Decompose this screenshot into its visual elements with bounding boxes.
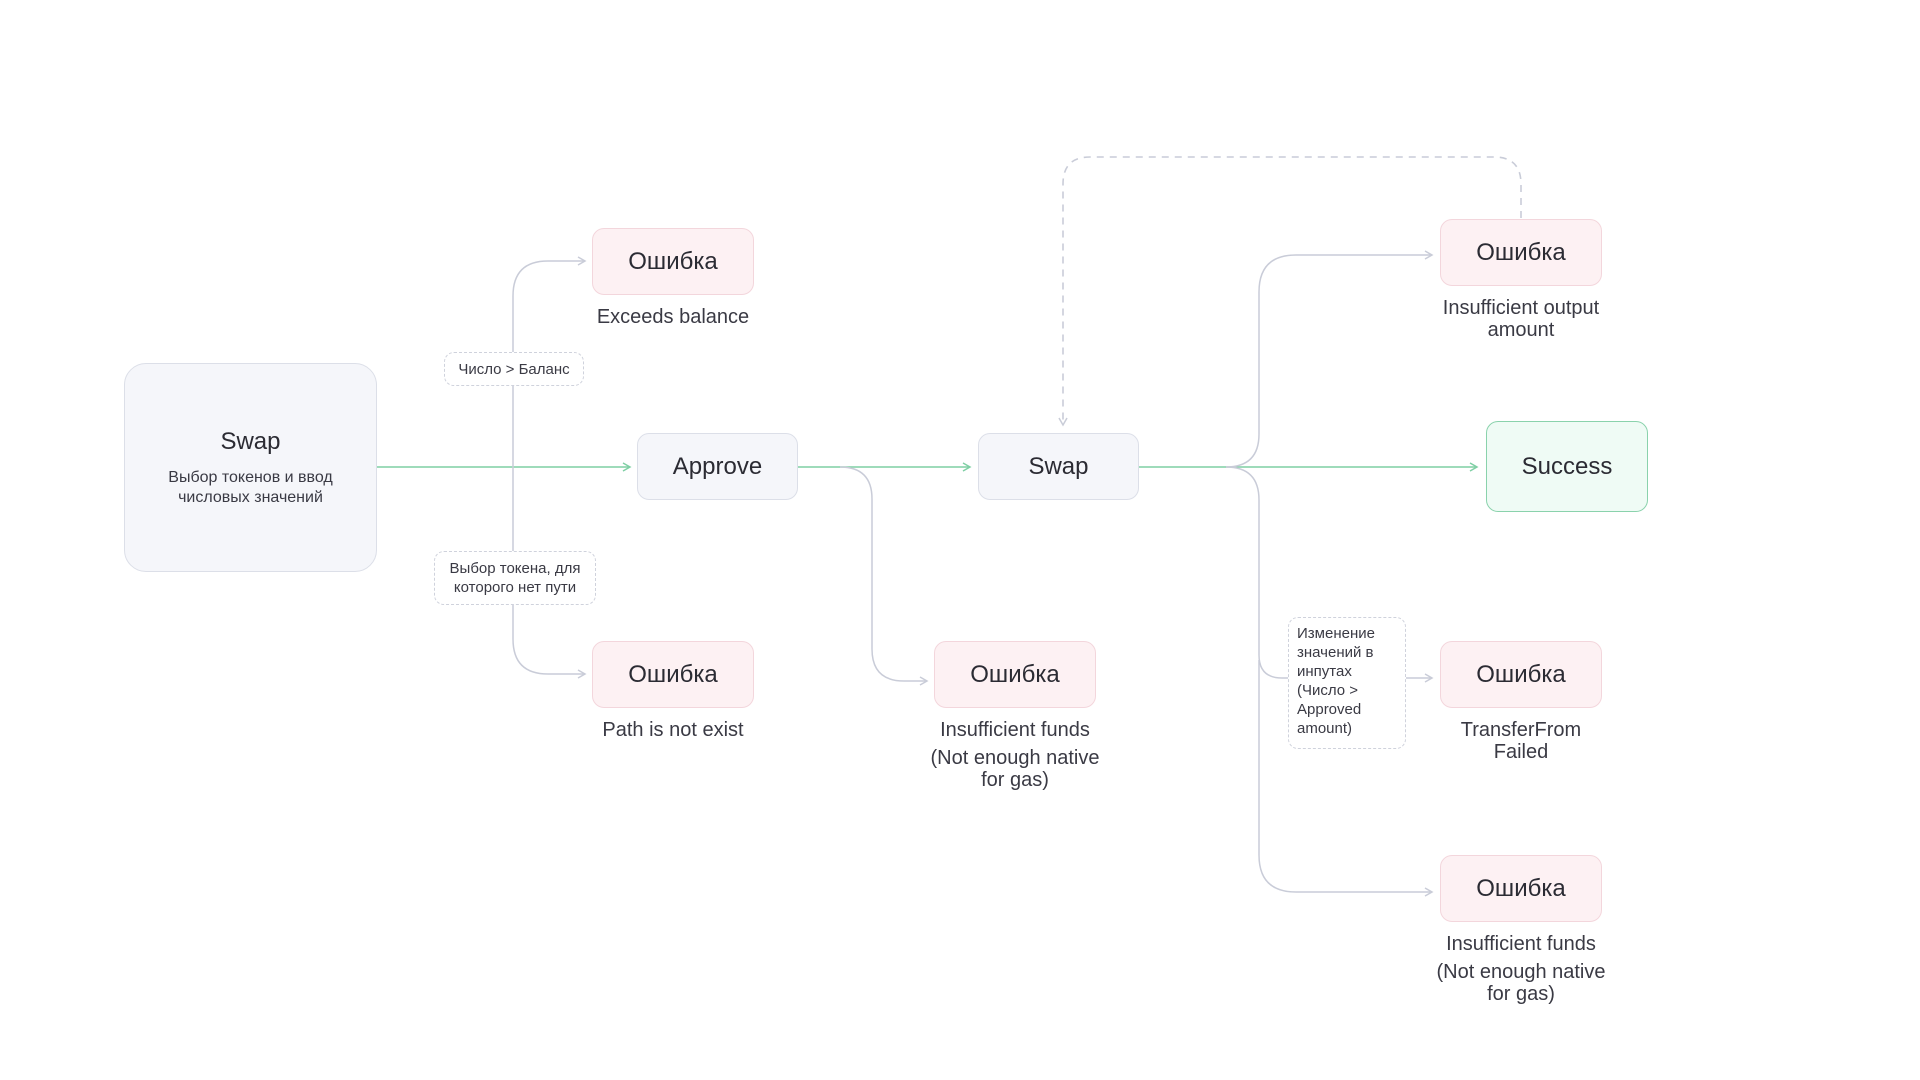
branch-to-transferfrom bbox=[1225, 466, 1434, 683]
caption-line: Path is not exist bbox=[602, 719, 744, 741]
error-label: Ошибка bbox=[628, 247, 718, 275]
approve-node: Approve bbox=[637, 433, 798, 500]
condition-no-path: Выбор токена, для которого нет пути bbox=[434, 551, 596, 605]
error-caption-insufficient-output: Insufficient output amount bbox=[1431, 297, 1611, 341]
caption-line: Insufficient funds bbox=[940, 719, 1090, 741]
error-node-path-not-exist: Ошибка bbox=[592, 641, 754, 708]
error-caption-exceeds-balance: Exceeds balance bbox=[573, 306, 773, 328]
start-node-swap: Swap Выбор токенов и ввод числовых значе… bbox=[124, 363, 377, 572]
swap-label: Swap bbox=[1028, 452, 1089, 480]
caption-line: Exceeds balance bbox=[596, 306, 750, 328]
error-caption-insufficient-funds-swap: Insufficient funds (Not enough native fo… bbox=[1431, 933, 1611, 1005]
branch-to-exceeds-balance bbox=[512, 256, 587, 467]
error-node-insufficient-funds-approve: Ошибка bbox=[934, 641, 1096, 708]
error-caption-transferfrom: TransferFrom Failed bbox=[1446, 719, 1596, 763]
error-caption-insufficient-funds-approve: Insufficient funds (Not enough native fo… bbox=[925, 719, 1105, 791]
caption-line: TransferFrom Failed bbox=[1460, 719, 1582, 763]
condition-inputs-changed: Изменение значений в инпутах (Число > Ap… bbox=[1288, 617, 1406, 749]
start-node-subtitle: Выбор токенов и ввод числовых значений bbox=[168, 468, 333, 506]
error-label: Ошибка bbox=[1476, 238, 1566, 266]
error-caption-path-not-exist: Path is not exist bbox=[573, 719, 773, 741]
success-node: Success bbox=[1486, 421, 1648, 512]
caption-line: Insufficient funds bbox=[1446, 933, 1596, 955]
start-node-title: Swap bbox=[220, 427, 281, 455]
swap-node: Swap bbox=[978, 433, 1139, 500]
error-node-insufficient-funds-swap: Ошибка bbox=[1440, 855, 1602, 922]
error-node-transferfrom: Ошибка bbox=[1440, 641, 1602, 708]
error-label: Ошибка bbox=[970, 660, 1060, 688]
success-label: Success bbox=[1521, 452, 1613, 480]
retry-loop-to-swap bbox=[1058, 156, 1522, 427]
error-label: Ошибка bbox=[1476, 874, 1566, 902]
caption-note: (Not enough native for gas) bbox=[1436, 961, 1606, 1005]
branch-to-insufficient-funds-1 bbox=[839, 466, 929, 686]
branch-to-insufficient-funds-2 bbox=[1258, 660, 1434, 897]
error-label: Ошибка bbox=[1476, 660, 1566, 688]
branch-to-path-not-exist bbox=[512, 467, 587, 679]
approve-label: Approve bbox=[672, 452, 763, 480]
branch-to-insufficient-output bbox=[1225, 250, 1434, 468]
caption-line: Insufficient output amount bbox=[1442, 297, 1600, 341]
error-label: Ошибка bbox=[628, 660, 718, 688]
condition-over-balance: Число > Баланс bbox=[444, 352, 584, 386]
error-node-exceeds-balance: Ошибка bbox=[592, 228, 754, 295]
caption-note: (Not enough native for gas) bbox=[930, 747, 1100, 791]
error-node-insufficient-output: Ошибка bbox=[1440, 219, 1602, 286]
